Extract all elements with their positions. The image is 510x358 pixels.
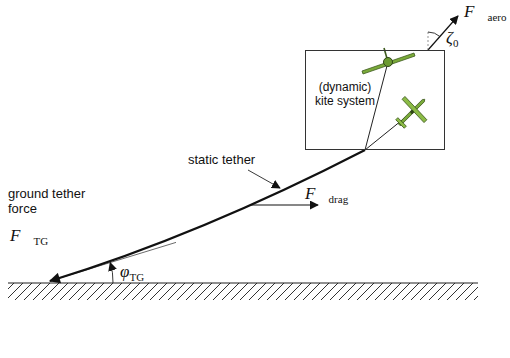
force-symbol: F⃗drag [305, 184, 348, 204]
force-symbol: F⃗TG [10, 226, 48, 246]
drag-force-arrow [251, 204, 318, 205]
angle-symbol: φTG [120, 262, 144, 282]
part-label: ground tether force [8, 186, 86, 216]
static-tether [50, 150, 365, 281]
angle-arc [428, 32, 440, 37]
force-symbol: F⃗aero [464, 2, 507, 22]
system-box: (dynamic) kite system [305, 50, 445, 150]
part-label: static tether [188, 152, 255, 167]
angle-symbol: ζ0 [446, 28, 458, 48]
node-label: (dynamic) kite system [309, 81, 381, 109]
ground-line [8, 282, 478, 283]
ground-hatching [8, 283, 478, 300]
aero-force-arrow [428, 16, 458, 50]
reference-line [428, 30, 429, 50]
kite-drone [362, 48, 415, 74]
angle-arc [110, 263, 113, 283]
kite-aircraft [388, 88, 436, 136]
leader-line [248, 170, 280, 188]
